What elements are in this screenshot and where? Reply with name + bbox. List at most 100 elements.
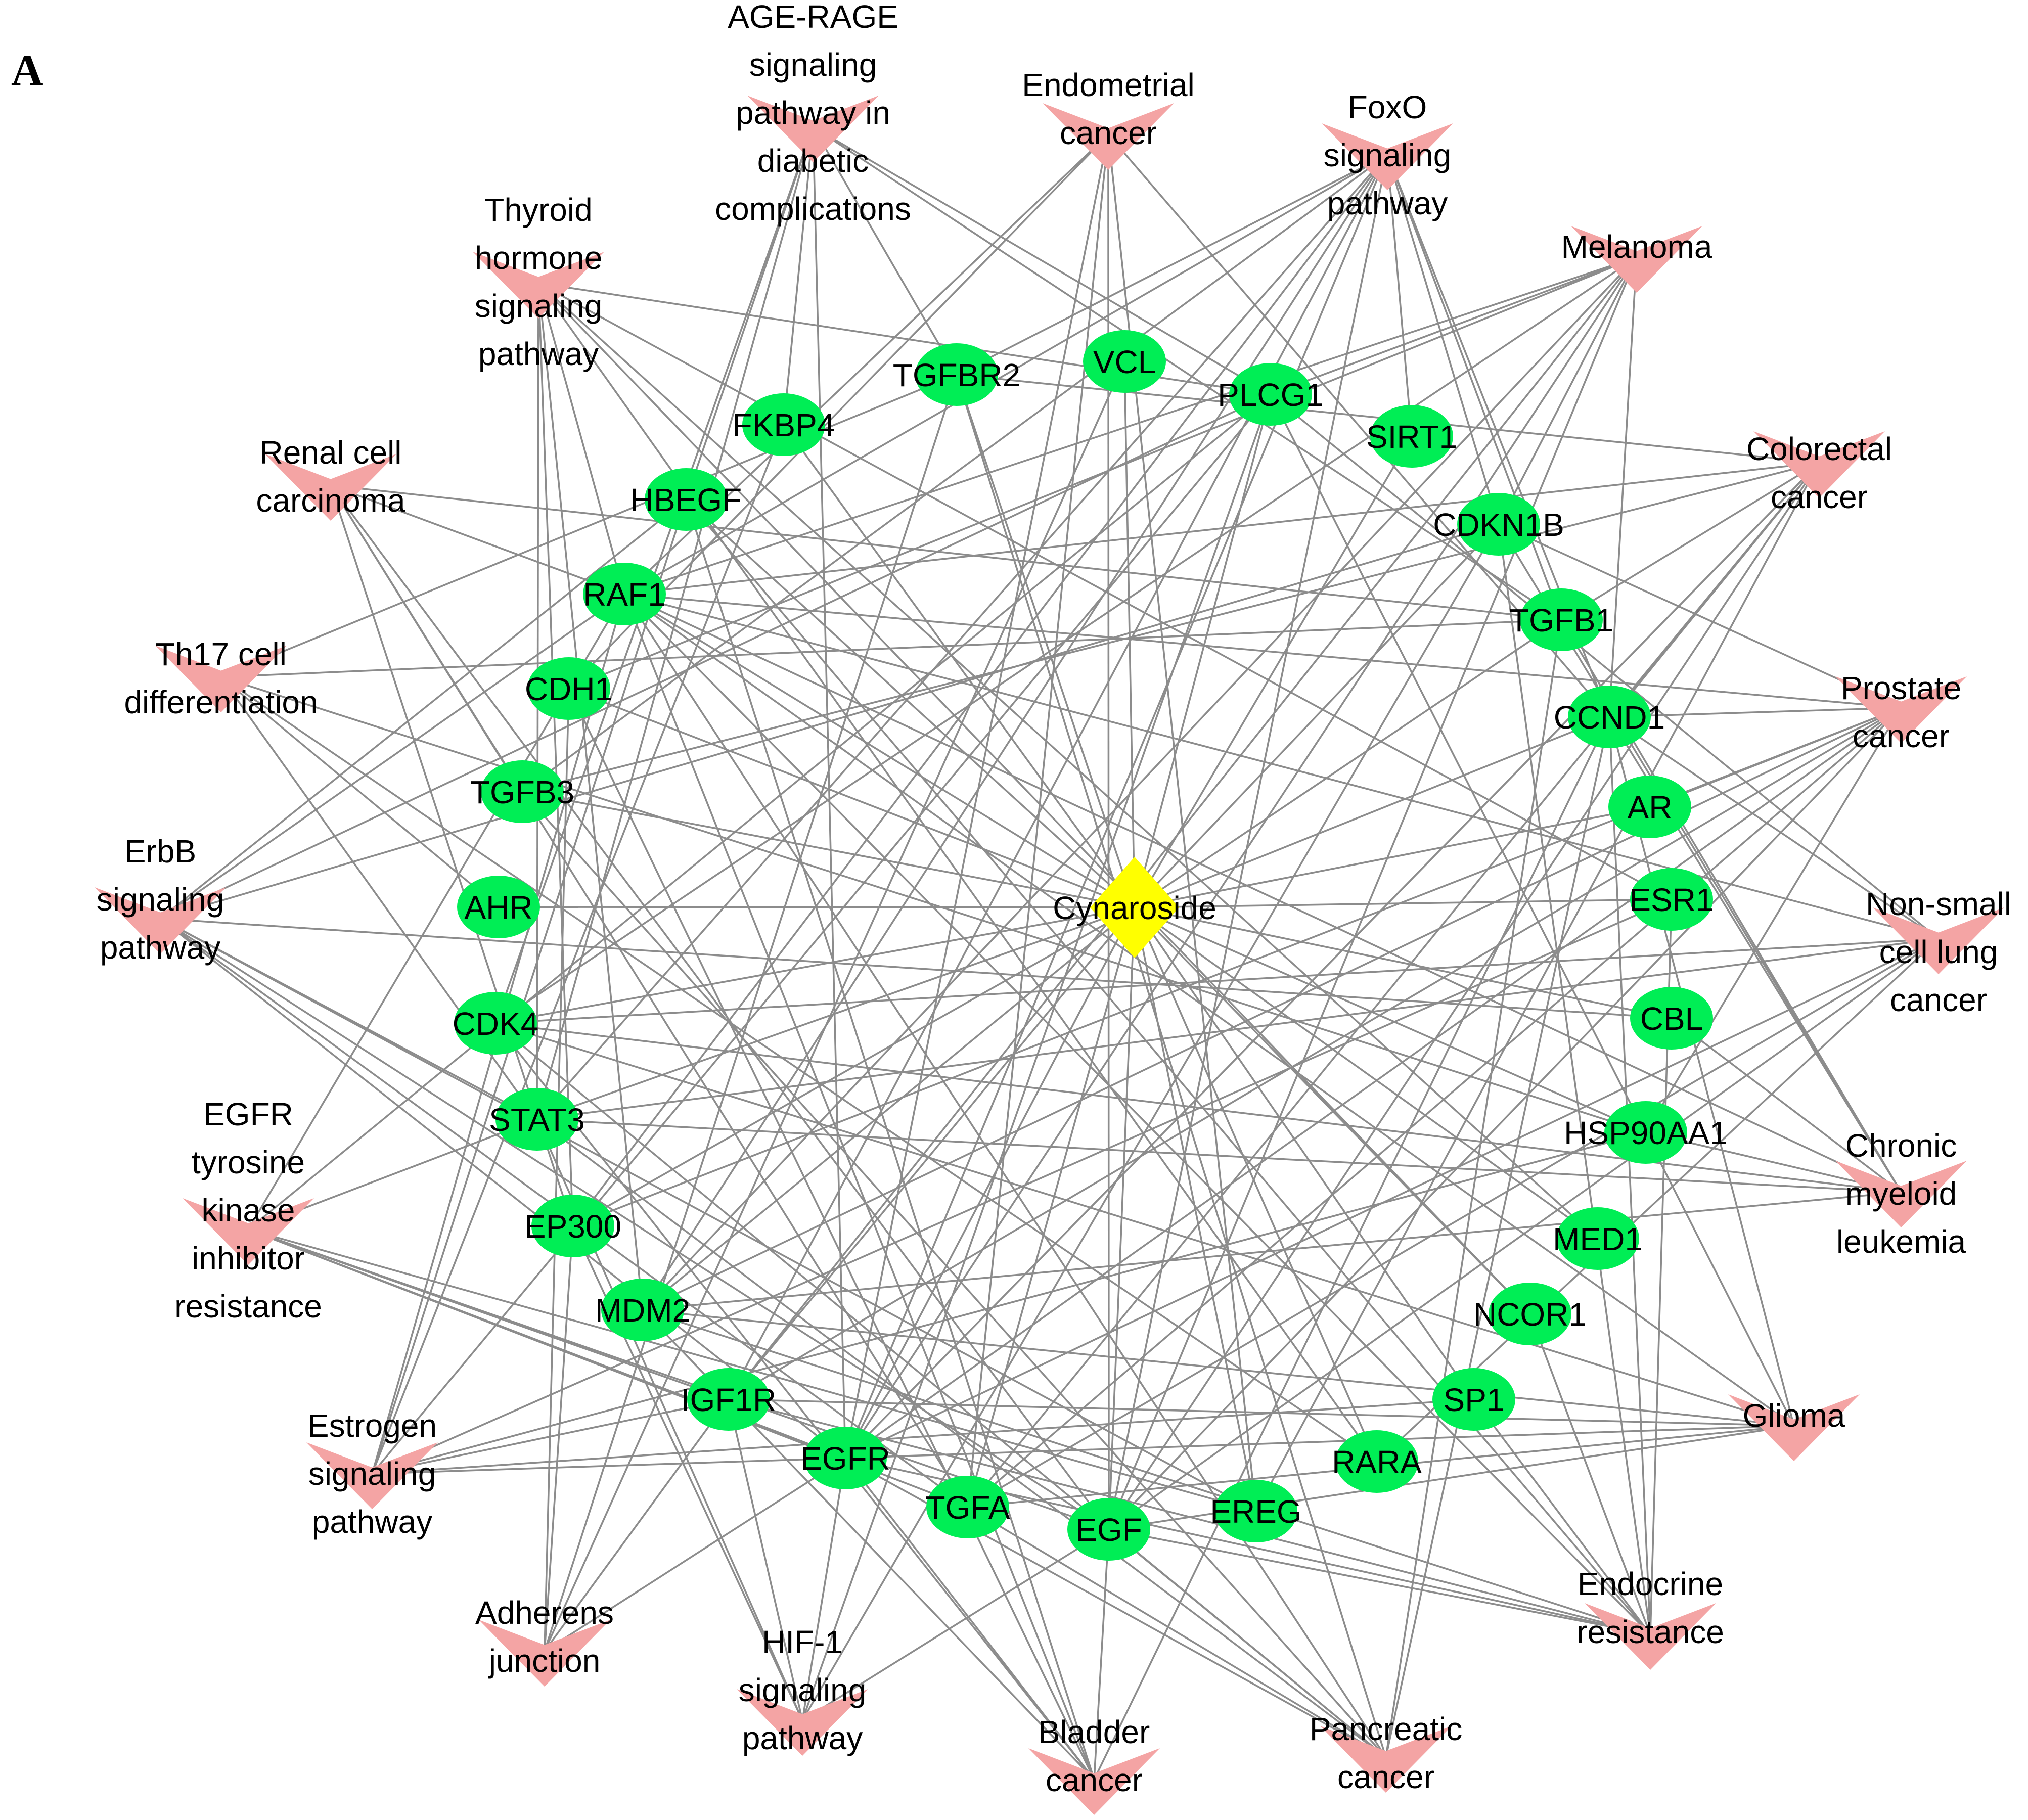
edge-estr-hbegf — [371, 499, 687, 1474]
target-node-fkbp4[interactable] — [742, 393, 825, 456]
edge-thy-mdm2 — [537, 283, 644, 1310]
pathway-node-pros[interactable] — [1835, 676, 1967, 743]
pathway-node-thy[interactable] — [473, 252, 604, 318]
pathway-label-erbb-line-0: ErbB — [124, 833, 196, 870]
pathway-node-endres[interactable] — [1585, 1603, 1716, 1670]
target-node-ncor1[interactable] — [1489, 1283, 1571, 1345]
target-node-ar[interactable] — [1608, 776, 1691, 838]
edge-foxo-cdkn1b — [1386, 154, 1500, 525]
pathway-node-adh[interactable] — [479, 1620, 610, 1687]
pathway-label-pros-line-0: Prostate — [1841, 670, 1961, 706]
edge-cml-raf1 — [624, 593, 1902, 1193]
edge-nsclc-tgfa — [967, 938, 1939, 1508]
edge-cyn-ar — [1134, 806, 1650, 908]
target-node-vcl[interactable] — [1083, 330, 1166, 393]
pathway-node-blad[interactable] — [1028, 1748, 1160, 1815]
target-node-cbl[interactable] — [1630, 987, 1713, 1050]
edge-adh-egfr — [544, 1457, 846, 1652]
pathway-node-age[interactable] — [747, 96, 879, 162]
target-label-cdh1: CDH1 — [525, 671, 613, 707]
pathway-label-panc-line-0: Pancreatic — [1310, 1711, 1462, 1747]
target-node-sirt1[interactable] — [1370, 405, 1453, 468]
target-node-egfr[interactable] — [804, 1427, 887, 1489]
target-node-stat3[interactable] — [495, 1088, 578, 1151]
target-node-sp1[interactable] — [1432, 1368, 1515, 1431]
target-label-tgfa: TGFA — [925, 1489, 1010, 1526]
target-node-egf[interactable] — [1067, 1498, 1150, 1561]
pathway-label-adh-line-1: junction — [488, 1643, 601, 1679]
target-label-hsp90aa1: HSP90AA1 — [1564, 1115, 1728, 1151]
pathway-node-estr[interactable] — [306, 1442, 438, 1509]
pathway-node-th17[interactable] — [155, 646, 287, 712]
edge-gli-mdm2 — [642, 1309, 1794, 1427]
edge-endres-ccnd1 — [1608, 716, 1651, 1635]
target-node-hsp90aa1[interactable] — [1604, 1101, 1687, 1164]
edge-erbb-cbl — [160, 918, 1672, 1019]
target-label-egfr: EGFR — [800, 1440, 890, 1477]
pathway-label-endres-line-0: Endocrine — [1578, 1566, 1723, 1602]
edge-cyn-vcl — [1123, 361, 1136, 908]
edge-gli-cdk4 — [495, 1022, 1794, 1427]
edge-estr-plcg1 — [371, 393, 1272, 1475]
target-label-egf: EGF — [1075, 1512, 1142, 1548]
pathway-label-hif-line-1: signaling — [739, 1672, 867, 1708]
pathway-node-egfrtki[interactable] — [183, 1198, 314, 1265]
pathway-node-mel[interactable] — [1571, 226, 1702, 293]
target-node-cdkn1b[interactable] — [1457, 493, 1540, 556]
edge-cyn-stat3 — [536, 906, 1135, 1120]
edge-panc-stat3 — [536, 1118, 1387, 1758]
target-node-med1[interactable] — [1556, 1207, 1639, 1270]
target-node-tgfb1[interactable] — [1520, 588, 1603, 651]
pathway-node-cml[interactable] — [1835, 1161, 1967, 1227]
edge-foxo-mdm2 — [642, 154, 1388, 1310]
edge-nsclc-ccnd1 — [1608, 716, 1940, 940]
target-node-tgfbr2[interactable] — [915, 343, 998, 406]
pathway-node-hif[interactable] — [737, 1689, 868, 1756]
edge-th17-tgfb1 — [220, 619, 1562, 678]
edge-panc-tgfb1 — [1385, 619, 1562, 1758]
edge-cyn-fkbp4 — [783, 424, 1136, 908]
compound-node-cyn[interactable] — [1090, 857, 1179, 958]
target-node-ereg[interactable] — [1214, 1480, 1297, 1542]
target-node-ccnd1[interactable] — [1568, 686, 1651, 748]
pathway-node-erbb[interactable] — [95, 887, 226, 954]
edge-adh-cdh1 — [544, 688, 570, 1652]
target-node-igf1r[interactable] — [687, 1368, 770, 1431]
target-node-raf1[interactable] — [583, 563, 666, 625]
pathway-node-rcc[interactable] — [265, 454, 396, 521]
target-node-plcg1[interactable] — [1229, 363, 1312, 426]
target-node-mdm2[interactable] — [601, 1279, 684, 1341]
edge-mel-igf1r — [728, 256, 1638, 1400]
pathway-node-crc[interactable] — [1753, 431, 1885, 498]
target-node-cdk4[interactable] — [454, 992, 537, 1055]
target-node-rara[interactable] — [1335, 1430, 1418, 1493]
target-node-tgfb3[interactable] — [481, 760, 564, 823]
pathway-label-egfrtki-line-2: kinase — [202, 1192, 295, 1228]
target-node-ep300[interactable] — [531, 1195, 614, 1257]
pathway-node-endo[interactable] — [1043, 103, 1174, 170]
edge-age-tgfbr2 — [812, 126, 958, 375]
edge-cyn-tgfb3 — [522, 791, 1135, 908]
edge-cyn-ccnd1 — [1134, 716, 1610, 908]
edge-th17-tgfbr2 — [220, 374, 957, 678]
target-node-cdh1[interactable] — [527, 657, 610, 720]
pathway-node-nsclc[interactable] — [1873, 907, 2004, 974]
edge-cyn-hsp90aa1 — [1134, 906, 1646, 1133]
edge-adh-vcl — [544, 361, 1125, 1652]
pathway-node-foxo[interactable] — [1322, 123, 1453, 190]
pathway-label-foxo-line-1: signaling — [1324, 137, 1452, 173]
edge-cyn-rara — [1134, 907, 1378, 1462]
edge-foxo-sirt1 — [1386, 154, 1413, 437]
pathway-node-gli[interactable] — [1728, 1394, 1860, 1461]
target-node-tgfa[interactable] — [926, 1476, 1009, 1538]
pathway-node-panc[interactable] — [1320, 1726, 1452, 1793]
target-node-hbegf[interactable] — [645, 468, 728, 531]
target-node-esr1[interactable] — [1630, 868, 1713, 931]
edge-egfrtki-plcg1 — [247, 393, 1272, 1231]
edge-estr-fkbp4 — [371, 424, 785, 1474]
edge-pros-raf1 — [624, 593, 1902, 709]
pathway-label-cml-line-2: leukemia — [1836, 1223, 1966, 1260]
edge-foxo-tgfbr2 — [956, 154, 1388, 376]
target-node-ahr[interactable] — [457, 876, 540, 938]
edge-cyn-plcg1 — [1134, 394, 1272, 908]
